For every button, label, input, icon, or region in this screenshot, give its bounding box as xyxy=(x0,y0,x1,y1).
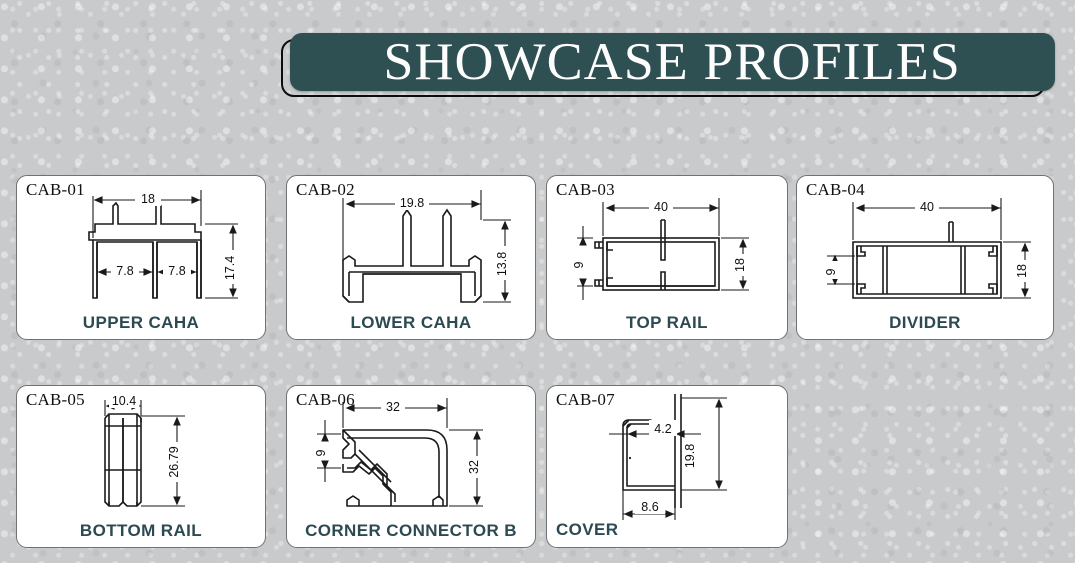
dimension-leg: 9 xyxy=(824,268,838,275)
profile-name: LOWER CAHA xyxy=(350,313,472,332)
dimension-width: 18 xyxy=(141,192,155,206)
title-banner: SHOWCASE PROFILES xyxy=(281,33,1055,99)
profile-code: CAB-03 xyxy=(556,180,615,199)
dimension-width: 40 xyxy=(654,200,668,214)
profile-card-cab-03[interactable]: CAB-03 xyxy=(546,175,788,340)
profile-name: UPPER CAHA xyxy=(82,313,200,332)
dimension-height: 32 xyxy=(467,460,481,474)
profile-code: CAB-07 xyxy=(556,390,615,409)
dimension-chamber-left: 7.8 xyxy=(116,264,133,278)
dimension-leg: 9 xyxy=(314,449,328,456)
dimension-width: 10.4 xyxy=(112,394,136,408)
dimension-width: 19.8 xyxy=(400,196,424,210)
title-banner-plate: SHOWCASE PROFILES xyxy=(290,33,1055,91)
profile-code: CAB-04 xyxy=(806,180,865,199)
profile-drawing-bottom-rail: 10.4 26.79 xyxy=(104,394,187,507)
dimension-height: 26.79 xyxy=(167,446,181,477)
profile-card-cab-04[interactable]: CAB-04 xyxy=(796,175,1054,340)
dimension-height: 19.8 xyxy=(683,444,697,468)
profile-drawing-divider: 40 18 9 xyxy=(824,198,1035,299)
profile-card-cab-06[interactable]: CAB-06 xyxy=(286,385,536,548)
profile-drawing-corner-connector-b: 32 32 9 xyxy=(314,398,487,507)
dimension-width: 40 xyxy=(920,200,934,214)
profile-drawing-upper-caha: 18 17.4 7.8 7.8 xyxy=(88,190,243,299)
dimension-width: 32 xyxy=(386,400,400,414)
profile-name: CORNER CONNECTOR B xyxy=(305,521,517,540)
profile-code: CAB-02 xyxy=(296,180,355,199)
dimension-height: 13.8 xyxy=(495,252,509,276)
profile-drawing-lower-caha: 19.8 13.8 xyxy=(342,190,515,303)
dimension-chamber-right: 7.8 xyxy=(168,264,185,278)
dimension-height: 17.4 xyxy=(223,256,237,280)
profile-name: COVER xyxy=(556,520,619,539)
profile-card-cab-07[interactable]: CAB-07 xyxy=(546,385,788,548)
profile-drawing-top-rail: 40 18 9 xyxy=(572,198,753,300)
profile-card-cab-05[interactable]: CAB-05 10.4 xyxy=(16,385,266,548)
dimension-height: 18 xyxy=(733,258,747,272)
profile-code: CAB-01 xyxy=(26,180,85,199)
profile-name: DIVIDER xyxy=(889,313,961,332)
dimension-leg: 9 xyxy=(572,261,586,268)
profile-name: TOP RAIL xyxy=(626,313,708,332)
profile-drawing-cover: 4.2 19.8 8.6 xyxy=(609,394,727,520)
dimension-height: 18 xyxy=(1015,264,1029,278)
profile-code: CAB-05 xyxy=(26,390,85,409)
profile-name: BOTTOM RAIL xyxy=(79,521,203,540)
dimension-width: 8.6 xyxy=(641,500,658,514)
page-title: SHOWCASE PROFILES xyxy=(383,33,962,91)
profile-code: CAB-06 xyxy=(296,390,355,409)
profile-card-cab-01[interactable]: CAB-01 xyxy=(16,175,266,340)
dimension-lip: 4.2 xyxy=(654,422,671,436)
profile-card-cab-02[interactable]: CAB-02 19.8 13.8 LOWER C xyxy=(286,175,536,340)
